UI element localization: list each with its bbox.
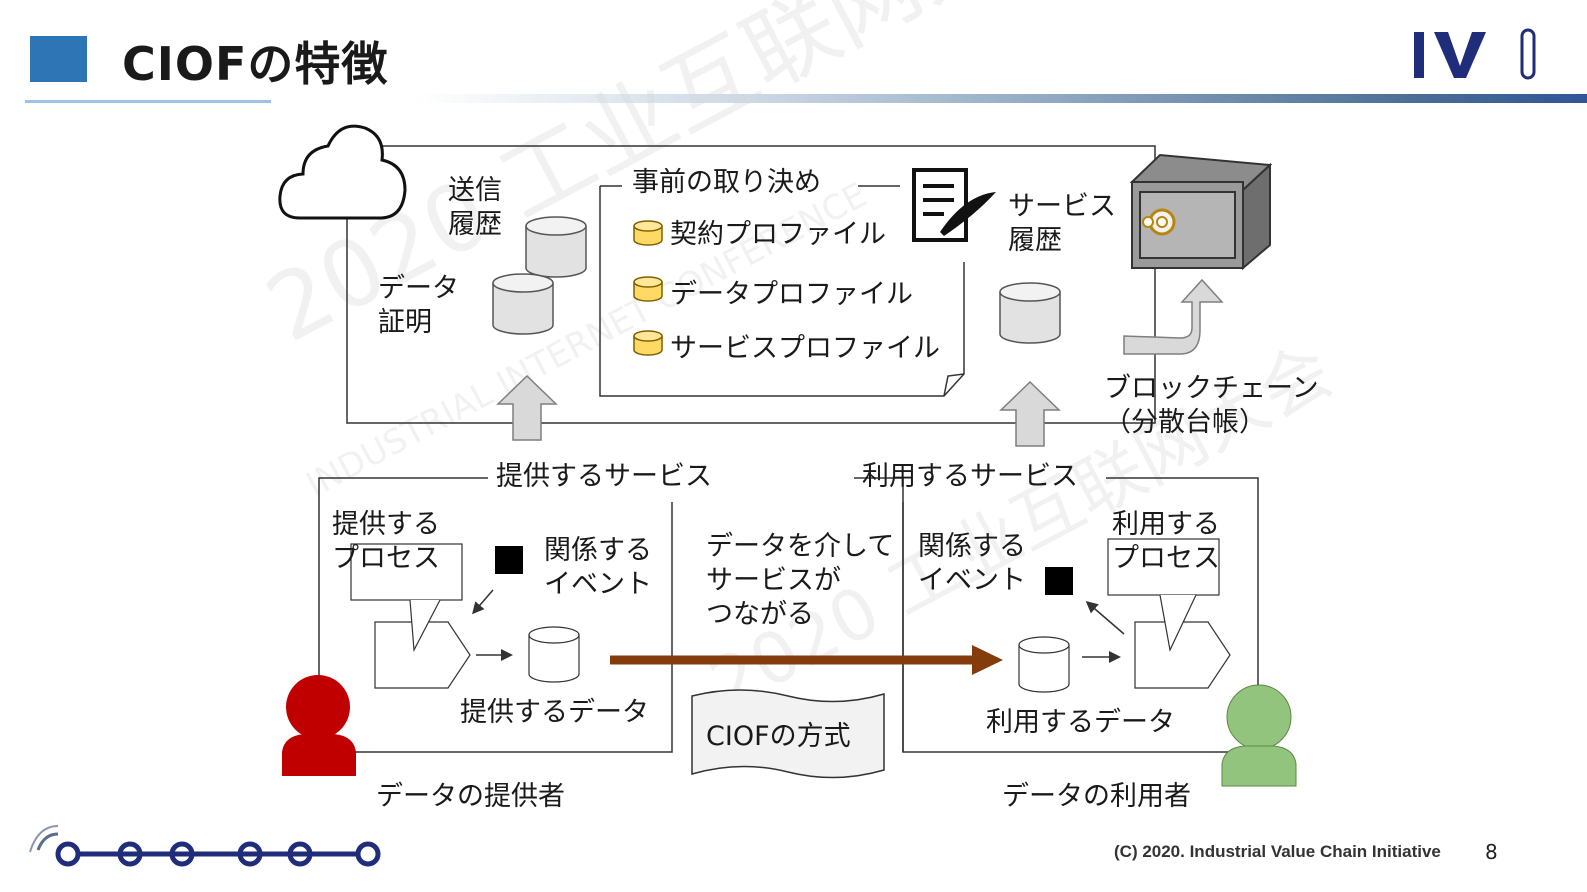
used-service-frame [854,477,1259,753]
service-history-label: サービス 履歴 [1008,191,1116,256]
used-data-database [1018,636,1070,693]
ciof-method-label: CIOFの方式 [706,721,851,752]
provider-person-icon [282,675,356,776]
data-profile-icon [633,276,663,302]
send-history-label: 送信 履歴 [448,175,502,240]
send-history-database [525,216,587,278]
provider-label: データの提供者 [376,781,565,812]
cloud-panel-frame [346,145,1156,424]
service-profile-icon [633,330,663,356]
agreement-title: 事前の取り決め [632,167,821,198]
consumer-person-icon [1221,684,1297,787]
connect-text: データを介して サービスが つながる [706,531,895,630]
provide-process-label: 提供する プロセス [332,509,440,574]
event-square-left [495,546,523,574]
provide-up-arrow [496,374,558,441]
chain-logo-icon [29,825,381,867]
provide-process-pentagon [374,621,471,689]
data-proof-label: データ 証明 [378,273,459,338]
provide-process-callout [350,543,463,601]
title-square [30,36,87,82]
data-proof-database [492,273,554,335]
ivi-logo [1414,28,1536,80]
page-number: 8 [1485,840,1498,864]
used-data-label: 利用するデータ [986,707,1175,738]
use-process-callout [1107,538,1220,596]
title-underline-left [25,100,271,103]
provided-data-label: 提供するデータ [460,697,649,728]
ciof-method-banner [691,689,885,779]
blockchain-label: ブロックチェーン （分散台帳） [1104,373,1319,438]
contract-profile-icon [633,220,663,246]
service-profile-label: サービスプロファイル [670,333,940,364]
consumer-label: データの利用者 [1002,781,1191,812]
use-process-pentagon [1134,621,1231,689]
page-title: CIOFの特徴 [122,37,389,91]
service-history-database [999,282,1061,344]
safe-icon [1129,153,1273,271]
related-event-left-label: 関係する イベント [544,535,652,600]
used-service-label: 利用するサービス [862,461,1078,492]
use-process-label: 利用する プロセス [1112,509,1220,574]
cloud-icon [278,124,407,220]
use-up-arrow [999,380,1061,447]
copyright-text: (C) 2020. Industrial Value Chain Initiat… [1114,842,1441,861]
contract-profile-label: 契約プロファイル [670,219,886,250]
blockchain-arrow [1123,278,1224,355]
title-underline-right [415,94,1587,103]
provided-service-label: 提供するサービス [496,461,712,492]
event-square-right [1045,567,1073,595]
related-event-right-label: 関係する イベント [918,531,1026,596]
data-profile-label: データプロファイル [670,279,913,310]
contract-icon [912,168,996,242]
provided-data-database [528,626,580,683]
